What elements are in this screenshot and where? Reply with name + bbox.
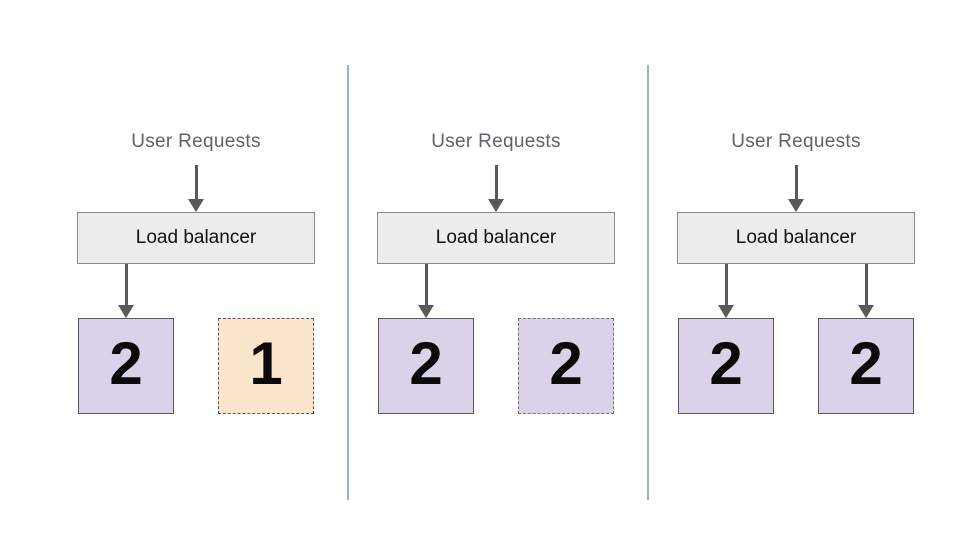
arrow-stem bbox=[864, 264, 868, 305]
server-count: 2 bbox=[409, 330, 443, 397]
arrow-down-icon bbox=[858, 264, 874, 318]
server-box: 2 bbox=[378, 318, 474, 414]
user-requests-label: User Requests bbox=[731, 131, 861, 152]
panel-divider bbox=[347, 65, 349, 500]
arrow-head bbox=[858, 305, 874, 318]
arrow-head bbox=[418, 305, 434, 318]
panel-2: User Requests Load balancer 2 2 bbox=[346, 0, 646, 540]
server-count: 2 bbox=[709, 330, 743, 397]
load-balancer-box: Load balancer bbox=[377, 212, 615, 264]
arrow-down-icon bbox=[418, 264, 434, 318]
server-count: 2 bbox=[849, 330, 883, 397]
arrow-head bbox=[718, 305, 734, 318]
server-box: 2 bbox=[518, 318, 614, 414]
arrow-stem bbox=[724, 264, 728, 305]
user-requests-label: User Requests bbox=[431, 131, 561, 152]
server-box: 2 bbox=[818, 318, 914, 414]
arrow-down-icon bbox=[118, 264, 134, 318]
arrow-stem bbox=[494, 165, 498, 199]
server-box: 2 bbox=[678, 318, 774, 414]
load-balancer-box: Load balancer bbox=[677, 212, 915, 264]
server-box: 2 bbox=[78, 318, 174, 414]
arrow-down-icon bbox=[718, 264, 734, 318]
arrow-down-icon bbox=[488, 165, 504, 212]
panel-3: User Requests Load balancer 2 2 bbox=[646, 0, 946, 540]
panel-1: User Requests Load balancer 2 1 bbox=[46, 0, 346, 540]
arrow-stem bbox=[794, 165, 798, 199]
server-box: 1 bbox=[218, 318, 314, 414]
load-balancer-box: Load balancer bbox=[77, 212, 315, 264]
arrow-down-icon bbox=[188, 165, 204, 212]
arrow-stem bbox=[424, 264, 428, 305]
panel-divider bbox=[647, 65, 649, 500]
server-count: 2 bbox=[549, 330, 583, 397]
arrow-down-icon bbox=[788, 165, 804, 212]
server-count: 2 bbox=[109, 330, 143, 397]
server-count: 1 bbox=[249, 330, 283, 397]
user-requests-label: User Requests bbox=[131, 131, 261, 152]
arrow-stem bbox=[124, 264, 128, 305]
arrow-stem bbox=[194, 165, 198, 199]
arrow-head bbox=[488, 199, 504, 212]
arrow-head bbox=[118, 305, 134, 318]
arrow-head bbox=[788, 199, 804, 212]
arrow-head bbox=[188, 199, 204, 212]
